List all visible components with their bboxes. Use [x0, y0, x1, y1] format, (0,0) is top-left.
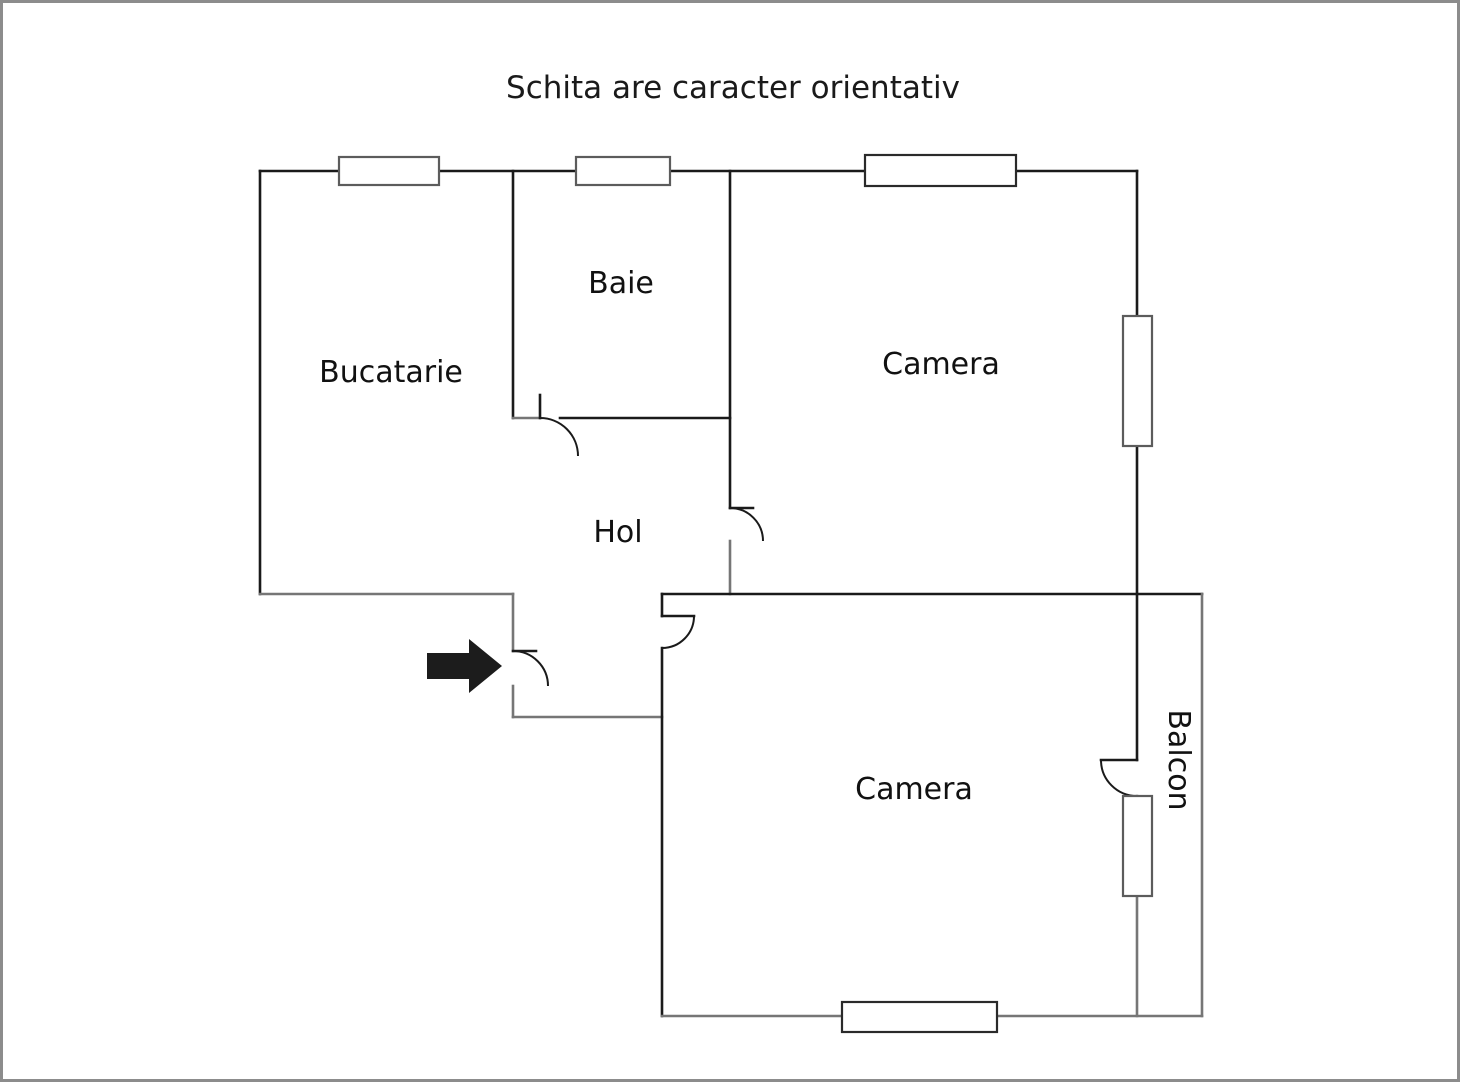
windows-group	[337, 153, 1154, 1034]
door-baie-arc	[539, 417, 579, 457]
room-label-camera_jos: Camera	[855, 772, 973, 807]
page-title: Schita are caracter orientativ	[506, 70, 960, 106]
window-camera-bottom	[840, 1000, 999, 1034]
door-balcon-arc	[1100, 759, 1138, 797]
room-label-hol: Hol	[593, 515, 642, 550]
walls-group	[258, 169, 1204, 1018]
floor-plan-drawing: Schita are caracter orientativ Bucatarie…	[258, 70, 1204, 1034]
entrance-direction-arrow	[427, 639, 502, 693]
door-camera-jos-arc	[661, 615, 695, 649]
window-camera-top	[863, 153, 1018, 188]
window-camera-right	[1121, 314, 1154, 448]
window-bucatarie-top	[337, 155, 441, 187]
doors-group	[511, 393, 1139, 797]
room-label-balcon: Balcon	[1161, 709, 1196, 810]
room-label-camera_sus: Camera	[882, 347, 1000, 382]
window-balcon-right	[1121, 794, 1154, 898]
door-entry-arc	[512, 650, 549, 687]
room-label-bucatarie: Bucatarie	[319, 355, 463, 390]
room-label-baie: Baie	[588, 266, 654, 301]
door-hol-camera-arc	[729, 507, 764, 542]
window-baie-top	[574, 155, 672, 187]
entrance-arrow-group	[427, 639, 502, 693]
